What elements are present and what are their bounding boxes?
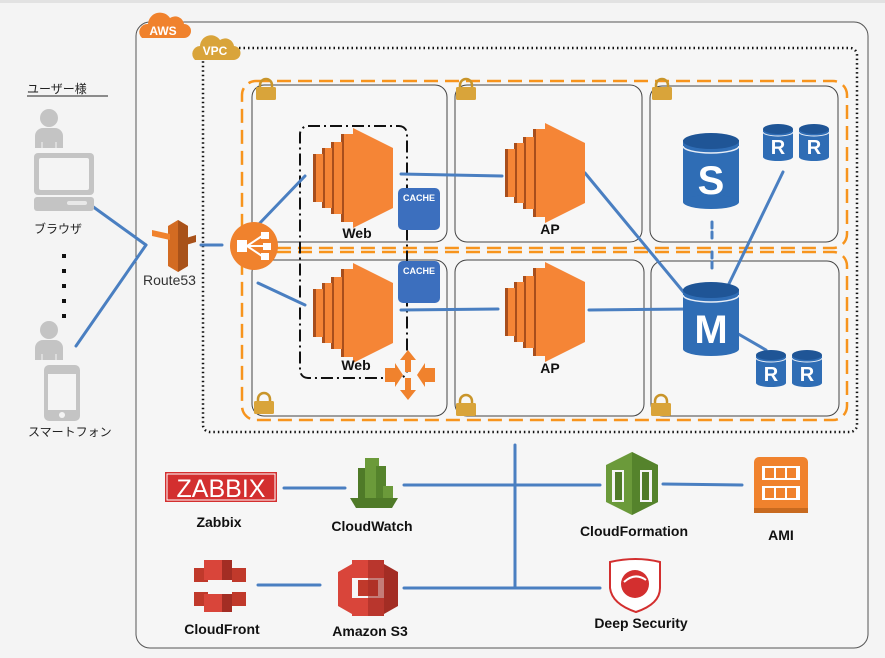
cloudformation-icon: [606, 452, 658, 515]
db-slave-icon: S: [682, 133, 740, 209]
cloudwatch-icon: [350, 458, 398, 508]
svg-text:R: R: [764, 364, 779, 386]
cache-bottom-icon: CACHE: [398, 261, 440, 303]
cache-top-label: CACHE: [403, 193, 435, 203]
read-replica-bottom-2: R: [791, 349, 823, 388]
vpc-label: VPC: [203, 44, 228, 58]
amazon-s3-label: Amazon S3: [332, 623, 408, 639]
amazon-s3-icon: [338, 560, 398, 616]
aws-cloud-badge: AWS: [139, 12, 191, 38]
cloudfront-icon: [194, 560, 246, 612]
cache-bottom-label: CACHE: [403, 266, 435, 276]
db-master-icon: M: [682, 282, 740, 356]
svg-text:R: R: [771, 137, 786, 159]
cloudfront-label: CloudFront: [184, 621, 260, 637]
cloudformation-label: CloudFormation: [580, 523, 688, 539]
zabbix-label: Zabbix: [196, 514, 241, 530]
connection-lines: [74, 170, 785, 590]
db-slave-label: S: [698, 159, 725, 203]
vpc-cloud-badge: VPC: [192, 35, 241, 61]
ap-top-label: AP: [540, 221, 559, 237]
read-replica-bottom-1: R: [755, 349, 787, 388]
deep-security-label: Deep Security: [594, 615, 688, 631]
cache-top-icon: CACHE: [398, 188, 440, 230]
browser-label: ブラウザ: [34, 221, 82, 236]
subnet-group-bottom: [240, 250, 849, 422]
ellipsis-dots: [62, 254, 66, 318]
read-replica-top-2: R: [798, 123, 830, 162]
ami-icon: [754, 457, 808, 513]
ap-bottom-label: AP: [540, 360, 559, 376]
web-bottom-label: Web: [341, 357, 370, 373]
web-top-label: Web: [342, 225, 371, 241]
route53-label: Route53: [143, 272, 196, 288]
deep-security-icon: [609, 558, 661, 614]
svg-text:R: R: [800, 364, 815, 386]
smartphone-label: スマートフォン: [28, 425, 112, 439]
user-icon: [34, 108, 64, 149]
zabbix-logo-text: ZABBIX: [177, 475, 266, 503]
subnet-db-top: [649, 85, 839, 243]
desktop-computer-icon: [34, 153, 94, 211]
auto-scaling-icon: [385, 350, 435, 400]
load-balancer-icon: [230, 222, 278, 270]
smartphone-icon: [44, 365, 80, 421]
auto-scaling-group: [299, 125, 408, 379]
ami-label: AMI: [768, 527, 794, 543]
read-replica-top-1: R: [762, 123, 794, 162]
users-title: ユーザー様: [27, 82, 87, 96]
user-icon: [34, 320, 64, 361]
route53-icon: [152, 220, 196, 272]
db-master-label: M: [694, 308, 727, 352]
aws-label: AWS: [149, 24, 176, 38]
zabbix-logo: ZABBIX: [165, 472, 277, 503]
subnet-group-top: [240, 79, 849, 250]
svg-text:R: R: [807, 137, 822, 159]
window-top-bar: [0, 0, 885, 3]
cloudwatch-label: CloudWatch: [331, 518, 412, 534]
